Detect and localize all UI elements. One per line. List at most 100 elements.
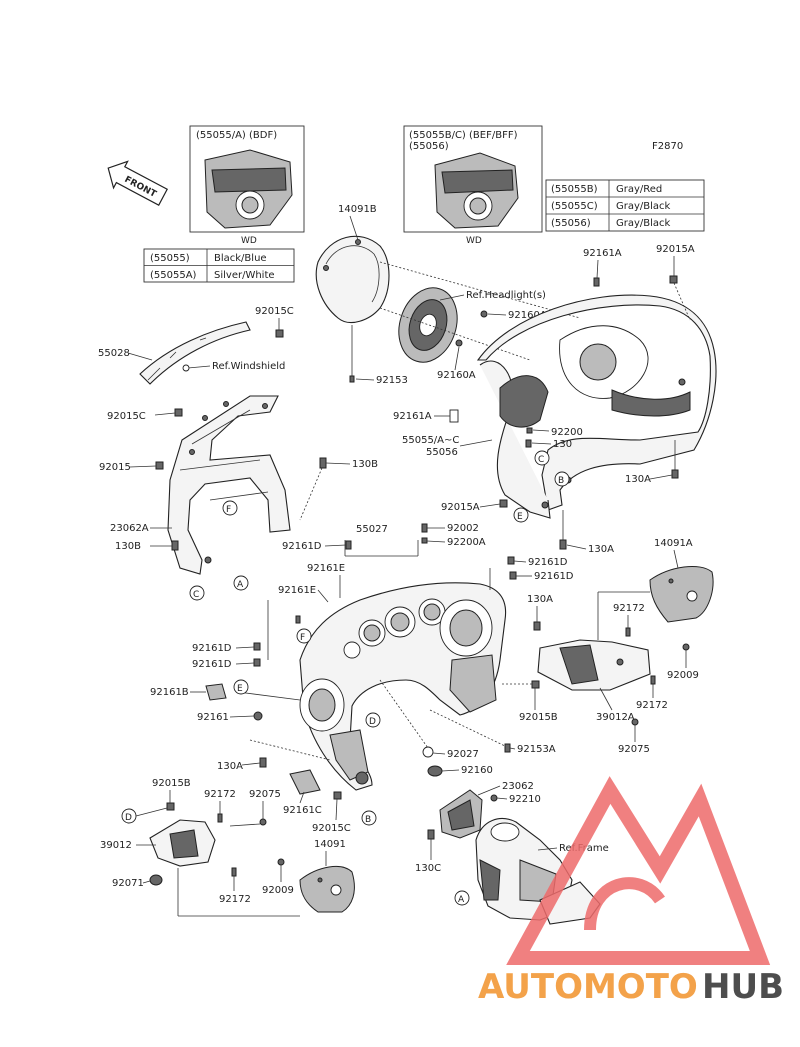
grommet-92161D-b	[507, 556, 515, 565]
color-code-left-0: (55055)	[150, 253, 190, 264]
front-direction-arrow: FRONT	[107, 160, 168, 206]
color-name-right-0: Gray/Red	[616, 184, 662, 195]
screw-92153	[349, 375, 355, 383]
label-92200A: 92200A	[447, 537, 486, 548]
nut-92015B-b	[166, 802, 175, 811]
label-130A-low: 130A	[588, 544, 614, 555]
color-table-right: (55055B) Gray/Red (55055C) Gray/Black (5…	[545, 179, 705, 232]
collar-92027	[422, 746, 434, 758]
label-39012: 39012	[100, 840, 132, 851]
label-130C: 130C	[415, 863, 441, 874]
label-92160A-a: 92160A	[508, 310, 547, 321]
grommet-92161C	[289, 769, 321, 795]
bracket-23062	[439, 789, 483, 839]
inner-fairing-55027	[299, 582, 507, 791]
label-130B-a: 130B	[352, 459, 378, 470]
label-92161: 92161	[197, 712, 229, 723]
inset-right-header-line1: (55055B/C) (BEF/BFF)	[409, 130, 518, 141]
label-92153: 92153	[376, 375, 408, 386]
bolt-130A-c	[533, 621, 541, 631]
label-92172-b: 92172	[636, 700, 668, 711]
color-code-left-1: (55055A)	[150, 270, 197, 281]
svg-text:B: B	[558, 476, 564, 486]
screw-92153A	[504, 743, 511, 753]
grommet-92161A-top	[593, 277, 600, 287]
label-92161D-b: 92161D	[528, 557, 568, 568]
label-92161A-mid: 92161A	[393, 411, 432, 422]
screw-92172-a	[625, 627, 631, 637]
label-92161D-c: 92161D	[534, 571, 574, 582]
label-92200: 92200	[551, 427, 583, 438]
nut-92009-a	[682, 643, 690, 651]
color-name-right-1: Gray/Black	[616, 201, 671, 212]
grommet-92161D-a	[345, 540, 352, 550]
label-92075-a: 92075	[618, 744, 650, 755]
callout-E-1	[513, 507, 529, 523]
label-92161C: 92161C	[283, 805, 322, 816]
nut-92015C-low	[333, 791, 342, 800]
svg-text:A: A	[458, 895, 465, 905]
bolt-130A-right	[671, 469, 679, 479]
nut-92009-b	[277, 858, 285, 866]
watermark-logo-mark	[506, 776, 771, 965]
inset-left-header: (55055/A) (BDF)	[196, 130, 277, 141]
clip-92002	[421, 523, 428, 533]
screw-92172-c	[217, 813, 223, 823]
screw-92172-d	[231, 867, 237, 877]
color-name-left-0: Black/Blue	[214, 253, 267, 264]
svg-text:E: E	[237, 684, 243, 694]
callout-B-1	[554, 471, 570, 487]
label-92160A-b: 92160A	[437, 370, 476, 381]
nut-92015A-top	[669, 275, 678, 284]
label-92075-b: 92075	[249, 789, 281, 800]
label-92210: 92210	[509, 794, 541, 805]
label-92161B: 92161B	[150, 687, 189, 698]
label-92160: 92160	[461, 765, 493, 776]
label-92161A-top: 92161A	[583, 248, 622, 259]
grommet-92160A-a	[480, 310, 488, 318]
svg-text:C: C	[538, 455, 544, 465]
nut-92015C-top	[275, 329, 284, 338]
label-14091: 14091	[314, 839, 346, 850]
automotohub-watermark	[506, 776, 771, 965]
label-92015: 92015	[99, 462, 131, 473]
color-table-left: (55055) Black/Blue (55055A) Silver/White	[143, 248, 295, 283]
outer-fairing-55055	[476, 294, 717, 519]
label-92172-c: 92172	[204, 789, 236, 800]
grommet-92161A-mid	[449, 409, 459, 423]
inset-right-box: (55055B/C) (BEF/BFF) (55056) WD	[403, 125, 543, 246]
label-92015C-top: 92015C	[255, 306, 294, 317]
fairing-thumbnail-right	[434, 152, 519, 229]
svg-text:F: F	[226, 505, 231, 515]
clip-92200	[526, 427, 533, 434]
label-14091B: 14091B	[338, 204, 377, 215]
label-23062A: 23062A	[110, 523, 149, 534]
label-92015B-b: 92015B	[152, 778, 191, 789]
inset-right-caption: WD	[466, 236, 482, 246]
label-92161D-d: 92161D	[192, 643, 232, 654]
label-92009-b: 92009	[262, 885, 294, 896]
callout-A-2	[454, 890, 470, 906]
ref-headlight: Ref.Headlight(s)	[466, 290, 546, 301]
windshield-trim-55028	[139, 321, 251, 385]
clip-92200A	[421, 537, 428, 544]
svg-text:B: B	[365, 815, 371, 825]
nut-92075-a	[631, 718, 639, 726]
color-name-right-2: Gray/Black	[616, 218, 671, 229]
grommet-92161D-c	[509, 571, 517, 580]
callout-F-2	[296, 628, 312, 644]
label-92161D-a: 92161D	[282, 541, 322, 552]
label-92161E-a: 92161E	[307, 563, 345, 574]
bracket-39012	[149, 819, 216, 867]
label-92172-d: 92172	[219, 894, 251, 905]
nut-92075-b	[259, 818, 267, 826]
label-14091A: 14091A	[654, 538, 693, 549]
callout-C-2	[189, 585, 205, 601]
grommet-92161D-e	[253, 658, 261, 667]
nut-92210	[490, 794, 498, 802]
cover-14091A	[649, 566, 714, 623]
label-23062: 23062	[502, 781, 534, 792]
label-92015C-mid: 92015C	[107, 411, 146, 422]
nut-92015B-a	[531, 680, 540, 689]
grommet-92161D-d	[253, 642, 261, 651]
